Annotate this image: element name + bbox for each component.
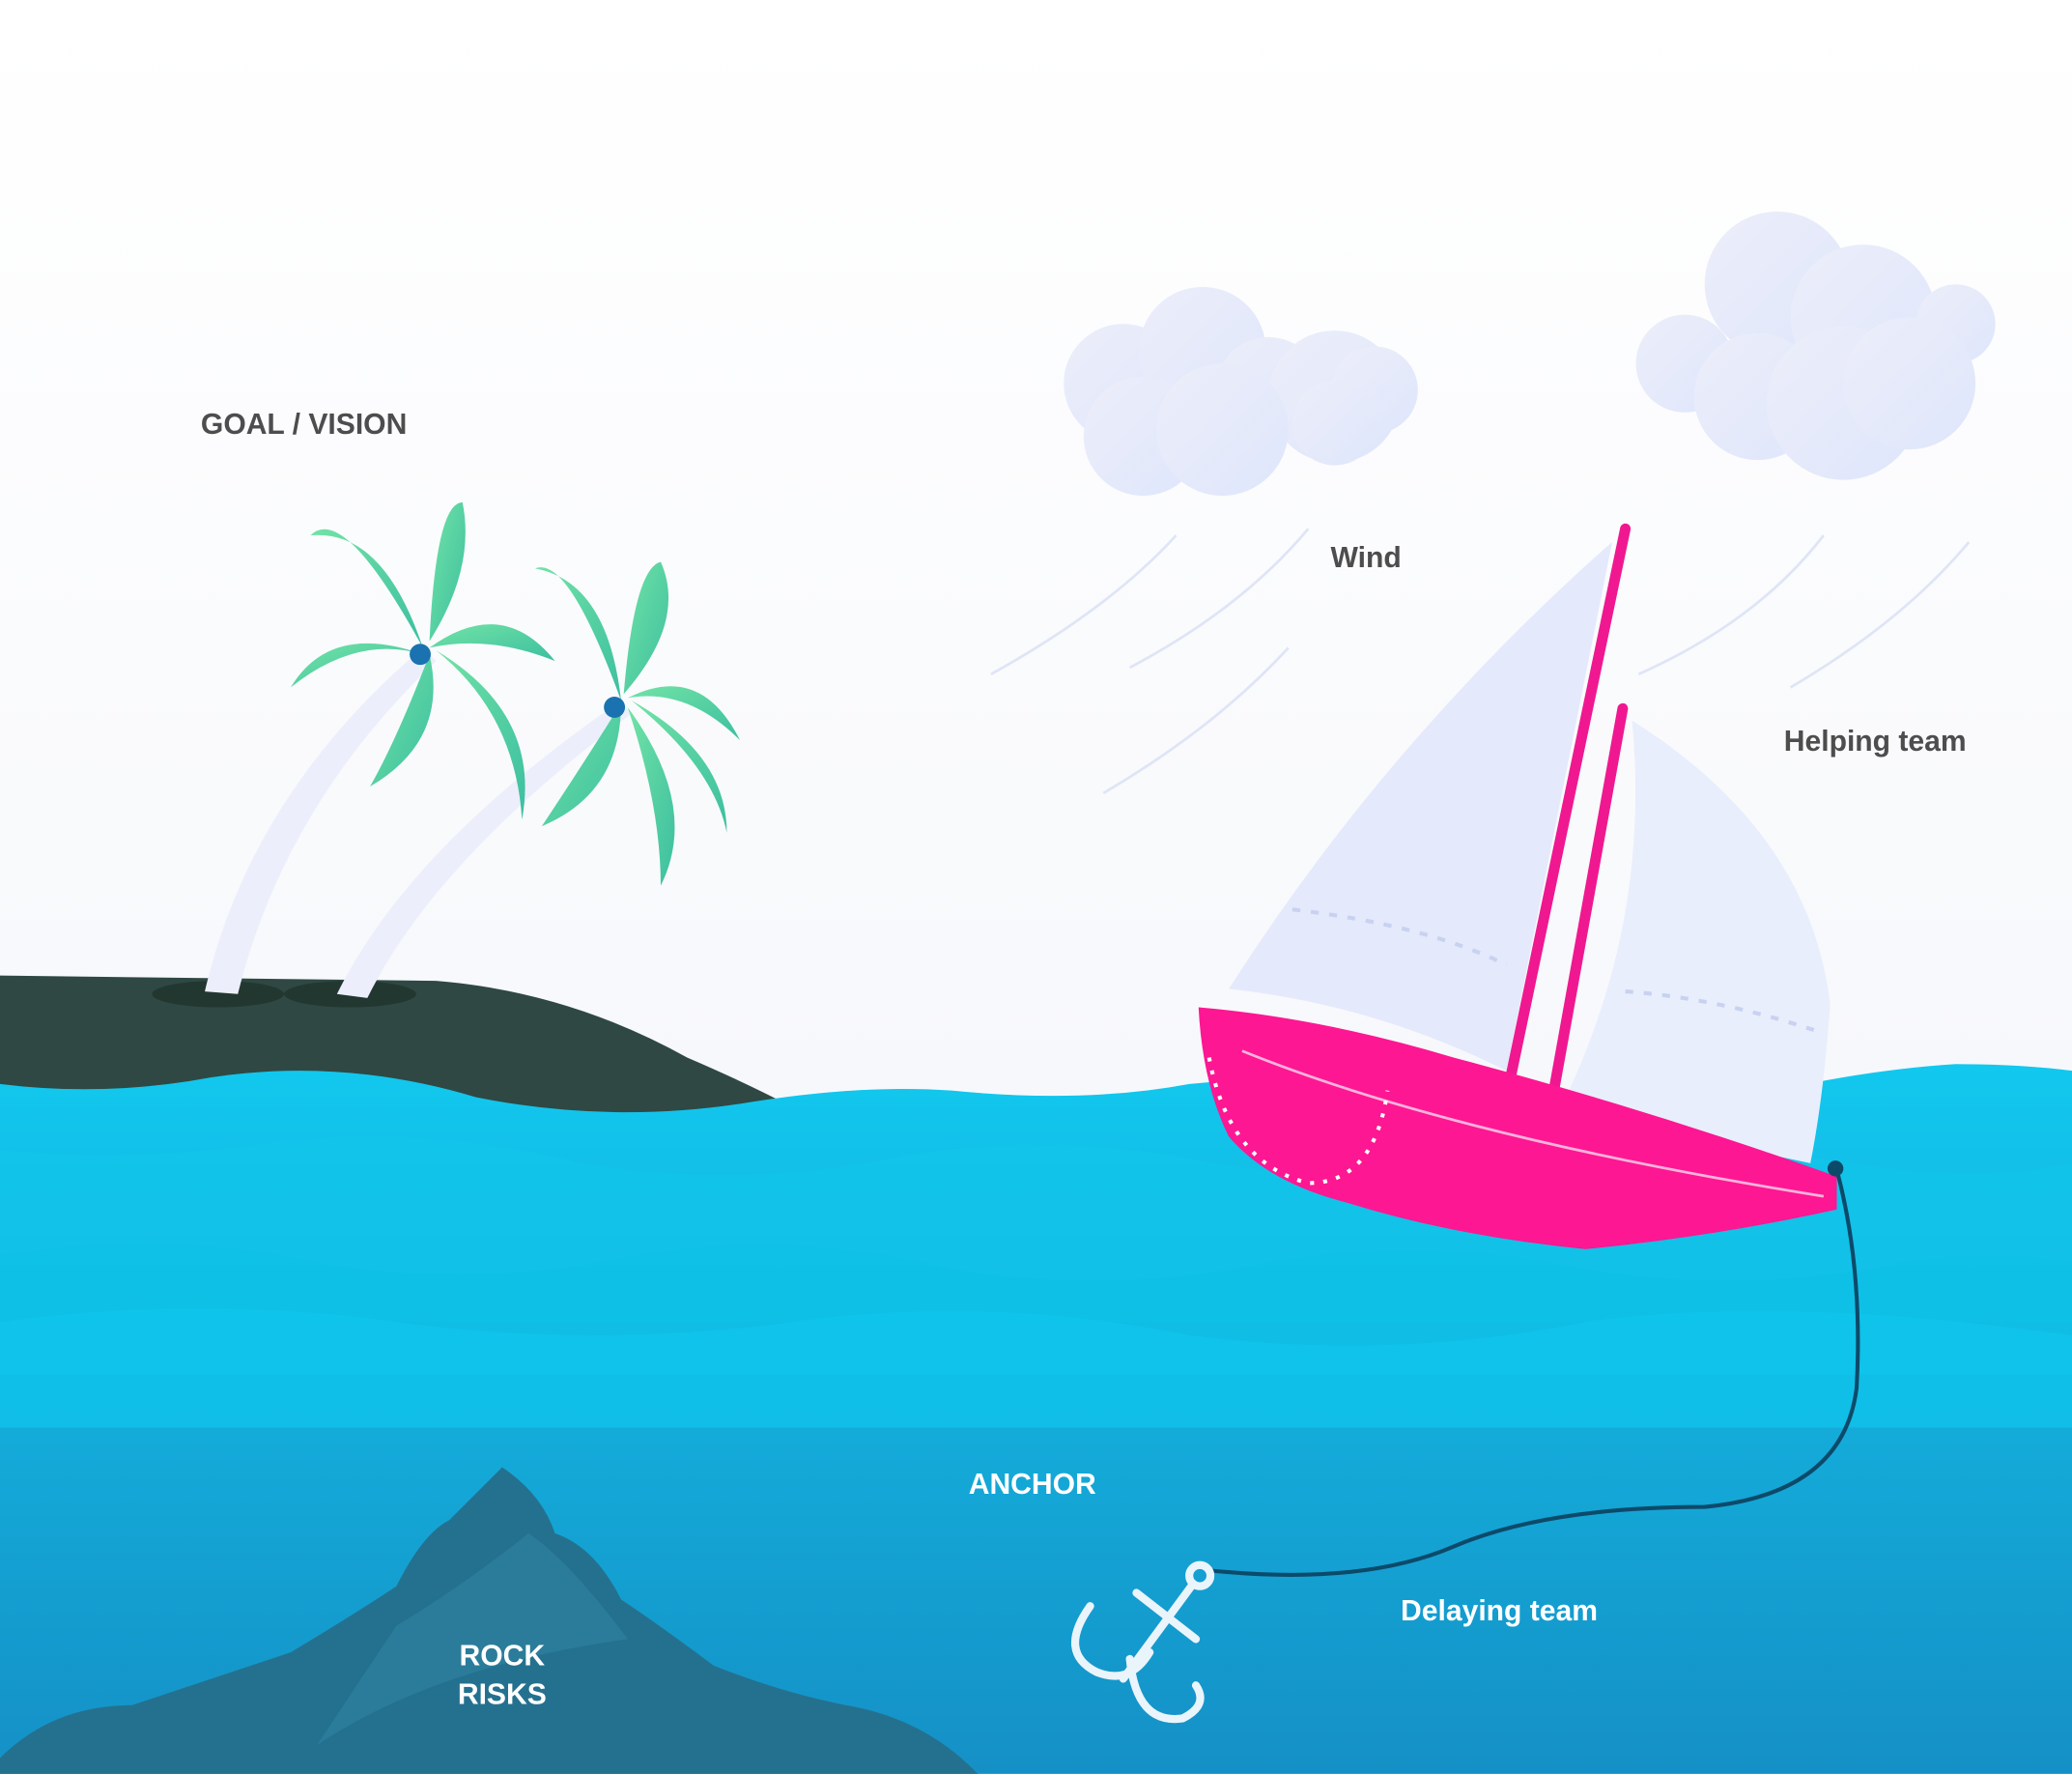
cloud-left <box>1064 286 1418 497</box>
cloud-right <box>1635 211 1996 480</box>
label-wind: Wind <box>1331 542 1402 574</box>
anchor-icon <box>1071 1560 1215 1724</box>
label-delaying-team: Delaying team <box>1401 1595 1598 1627</box>
label-risks: RISKS <box>458 1678 547 1710</box>
anchor-rope <box>1208 1169 1860 1577</box>
sailboat <box>1198 523 1837 1249</box>
label-helping-team: Helping team <box>1784 726 1967 758</box>
label-rock: ROCK <box>460 1641 546 1673</box>
palm-trees <box>205 501 741 998</box>
label-anchor: ANCHOR <box>969 1469 1096 1501</box>
label-goal-vision: GOAL / VISION <box>201 409 407 441</box>
wind-lines <box>990 528 1971 795</box>
